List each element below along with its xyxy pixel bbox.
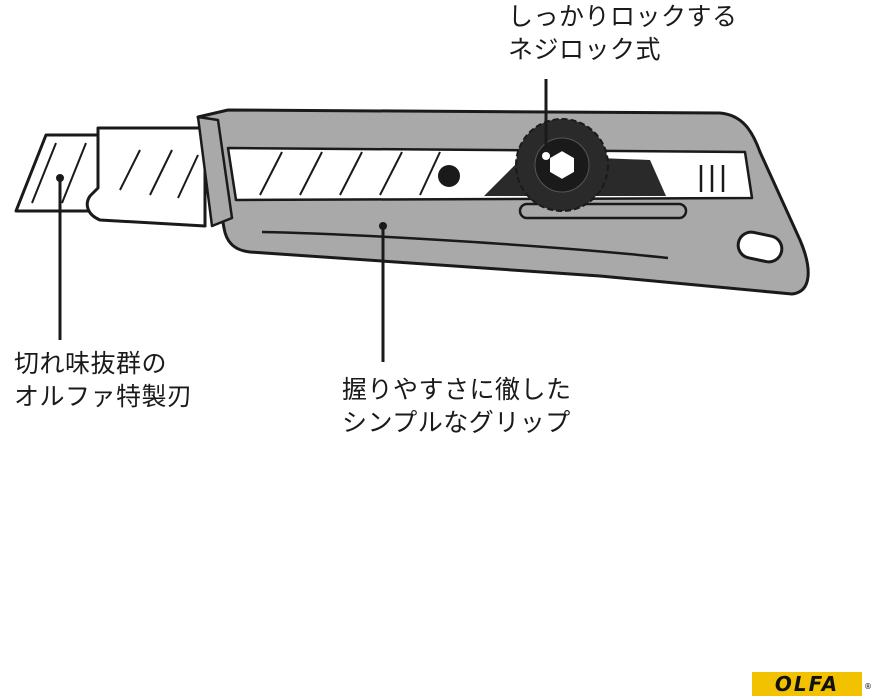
olfa-logo-text: OLFA — [774, 672, 840, 696]
screw-lock-knob — [515, 118, 609, 212]
callout-screw-lock-line1: しっかりロックする — [508, 2, 738, 31]
callout-lines — [56, 79, 550, 362]
blade-slider — [85, 126, 207, 228]
callout-grip-line1: 握りやすさに徹した — [342, 375, 572, 404]
callout-blade-line2: オルファ特製刃 — [14, 382, 193, 411]
callout-screw-lock-line2: ネジロック式 — [508, 35, 662, 64]
callout-grip-line2: シンプルなグリップ — [342, 408, 571, 437]
callout-screw-lock: しっかりロックする ネジロック式 — [508, 0, 738, 66]
callout-grip: 握りやすさに徹した シンプルなグリップ — [342, 373, 572, 439]
handle-body — [196, 108, 810, 296]
callout-blade-line1: 切れ味抜群の — [14, 349, 168, 378]
registered-mark: ® — [864, 682, 872, 691]
callout-blade: 切れ味抜群の オルファ特製刃 — [14, 347, 193, 413]
olfa-logo: OLFA — [752, 672, 862, 696]
